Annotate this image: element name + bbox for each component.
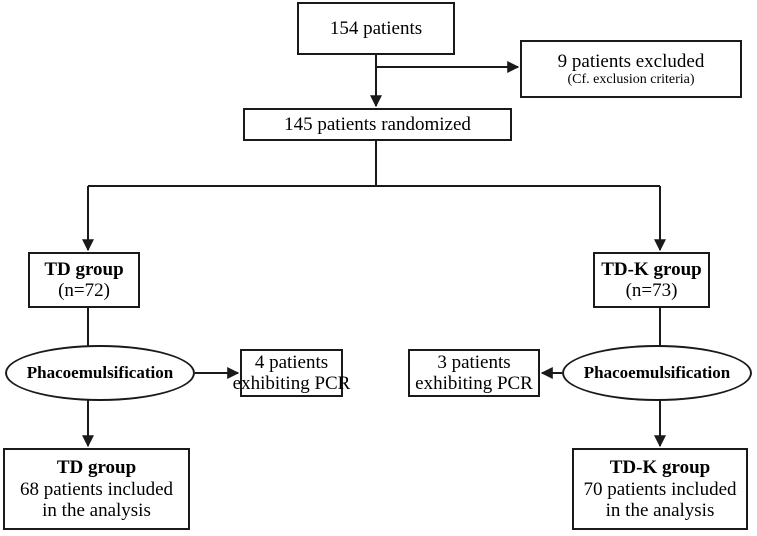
node-pcr-left-line1: 4 patients (254, 351, 329, 373)
node-patients-excluded-line1: 9 patients excluded (557, 50, 705, 72)
node-phacoemulsification-left: Phacoemulsification (5, 345, 195, 401)
node-result-td-group-line3: in the analysis (42, 500, 151, 522)
node-tdk-group-line1: TD-K group (601, 258, 702, 280)
node-pcr-left: 4 patients exhibiting PCR (233, 349, 350, 397)
node-result-tdk-group: TD-K group 70 patients included in the a… (572, 448, 748, 530)
node-phacoemulsification-left-label: Phacoemulsification (26, 363, 174, 382)
node-phacoemulsification-right: Phacoemulsification (562, 345, 752, 401)
node-total-patients: 154 patients (297, 2, 455, 55)
node-tdk-group-line2: (n=73) (625, 280, 678, 301)
node-result-tdk-group-line2: 70 patients included (583, 478, 737, 500)
node-patients-excluded-line2: (Cf. exclusion criteria) (567, 71, 695, 87)
node-td-group: TD group (n=72) (28, 252, 140, 308)
node-result-td-group-line2: 68 patients included (19, 478, 174, 500)
node-pcr-right: 3 patients exhibiting PCR (408, 349, 540, 397)
node-patients-randomized: 145 patients randomized (243, 108, 512, 141)
node-td-group-line2: (n=72) (58, 280, 110, 301)
node-total-patients-line1: 154 patients (329, 17, 423, 39)
node-result-td-group-line1: TD group (56, 456, 137, 478)
node-patients-randomized-line1: 145 patients randomized (284, 113, 471, 135)
node-patients-excluded: 9 patients excluded (Cf. exclusion crite… (520, 40, 742, 98)
node-result-tdk-group-line1: TD-K group (609, 456, 711, 478)
node-result-tdk-group-line3: in the analysis (605, 500, 715, 522)
node-result-td-group: TD group 68 patients included in the ana… (3, 448, 190, 530)
node-td-group-line1: TD group (44, 258, 124, 280)
node-pcr-right-line2: exhibiting PCR (415, 373, 533, 394)
node-pcr-right-line1: 3 patients (437, 351, 511, 373)
node-pcr-left-line2: exhibiting PCR (232, 373, 351, 394)
node-tdk-group: TD-K group (n=73) (593, 252, 710, 308)
node-phacoemulsification-right-label: Phacoemulsification (583, 363, 731, 382)
